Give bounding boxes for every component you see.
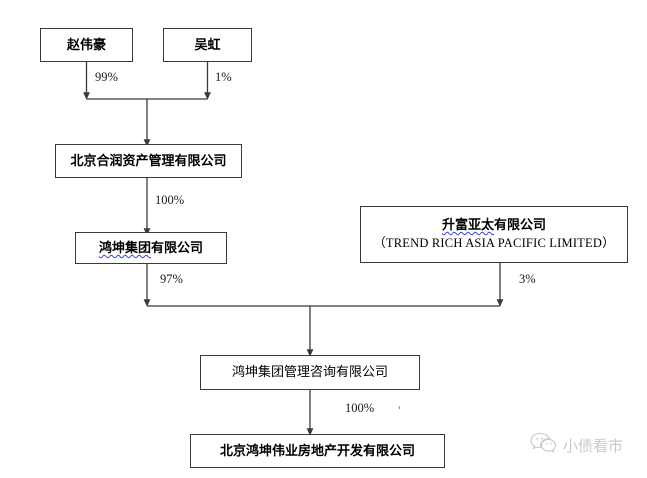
node-hongkun-group-management-consulting[interactable]: 鸿坤集团管理咨询有限公司 — [200, 355, 420, 390]
node-label-rest: 有限公司 — [494, 217, 547, 233]
node-label: 北京鸿坤伟业房地产开发有限公司 — [219, 442, 415, 458]
edge-percent-zhao-to-herun: 99% — [95, 70, 118, 84]
node-hongkun-group[interactable]: 鸿坤集团有限公司 — [75, 232, 227, 264]
watermark-text: 小债看市 — [563, 438, 624, 455]
watermark: 小债看市 — [530, 432, 623, 459]
node-beijing-herun-asset-management[interactable]: 北京合润资产管理有限公司 — [55, 144, 242, 178]
node-label-en: （TREND RICH ASIA PACIFIC LIMITED） — [373, 236, 615, 251]
node-label-misspelled-part: 升富亚太 — [441, 217, 494, 233]
edge-percent-consulting-to-weiye: 100% — [345, 401, 375, 415]
node-trend-rich-asia-pacific[interactable]: 升富亚太有限公司 （TREND RICH ASIA PACIFIC LIMITE… — [360, 206, 628, 263]
node-label: 鸿坤集团管理咨询有限公司 — [231, 364, 388, 380]
node-label: 鸿坤集团有限公司 — [99, 240, 203, 256]
node-beijing-hongkun-weiye-real-estate[interactable]: 北京鸿坤伟业房地产开发有限公司 — [190, 434, 445, 468]
node-label: 吴虹 — [194, 36, 221, 52]
stray-mark: ‹ — [398, 402, 401, 412]
edge-percent-trendrich-to-consulting: 3% — [519, 272, 536, 286]
edge-percent-hongkun-to-consulting: 97% — [160, 272, 183, 286]
node-wu-hong[interactable]: 吴虹 — [163, 28, 252, 62]
node-label: 北京合润资产管理有限公司 — [70, 152, 227, 168]
node-label-cn: 升富亚太有限公司 — [442, 217, 546, 233]
node-zhao-weihao[interactable]: 赵伟豪 — [40, 28, 133, 62]
edge-percent-herun-to-hongkun: 100% — [155, 193, 185, 207]
node-label-misspelled-part: 鸿坤集团 — [98, 239, 151, 255]
node-label: 赵伟豪 — [66, 36, 106, 52]
node-label-rest: 有限公司 — [151, 239, 204, 255]
wechat-icon — [530, 432, 556, 459]
edge-percent-wuhong-to-herun: 1% — [215, 70, 232, 84]
